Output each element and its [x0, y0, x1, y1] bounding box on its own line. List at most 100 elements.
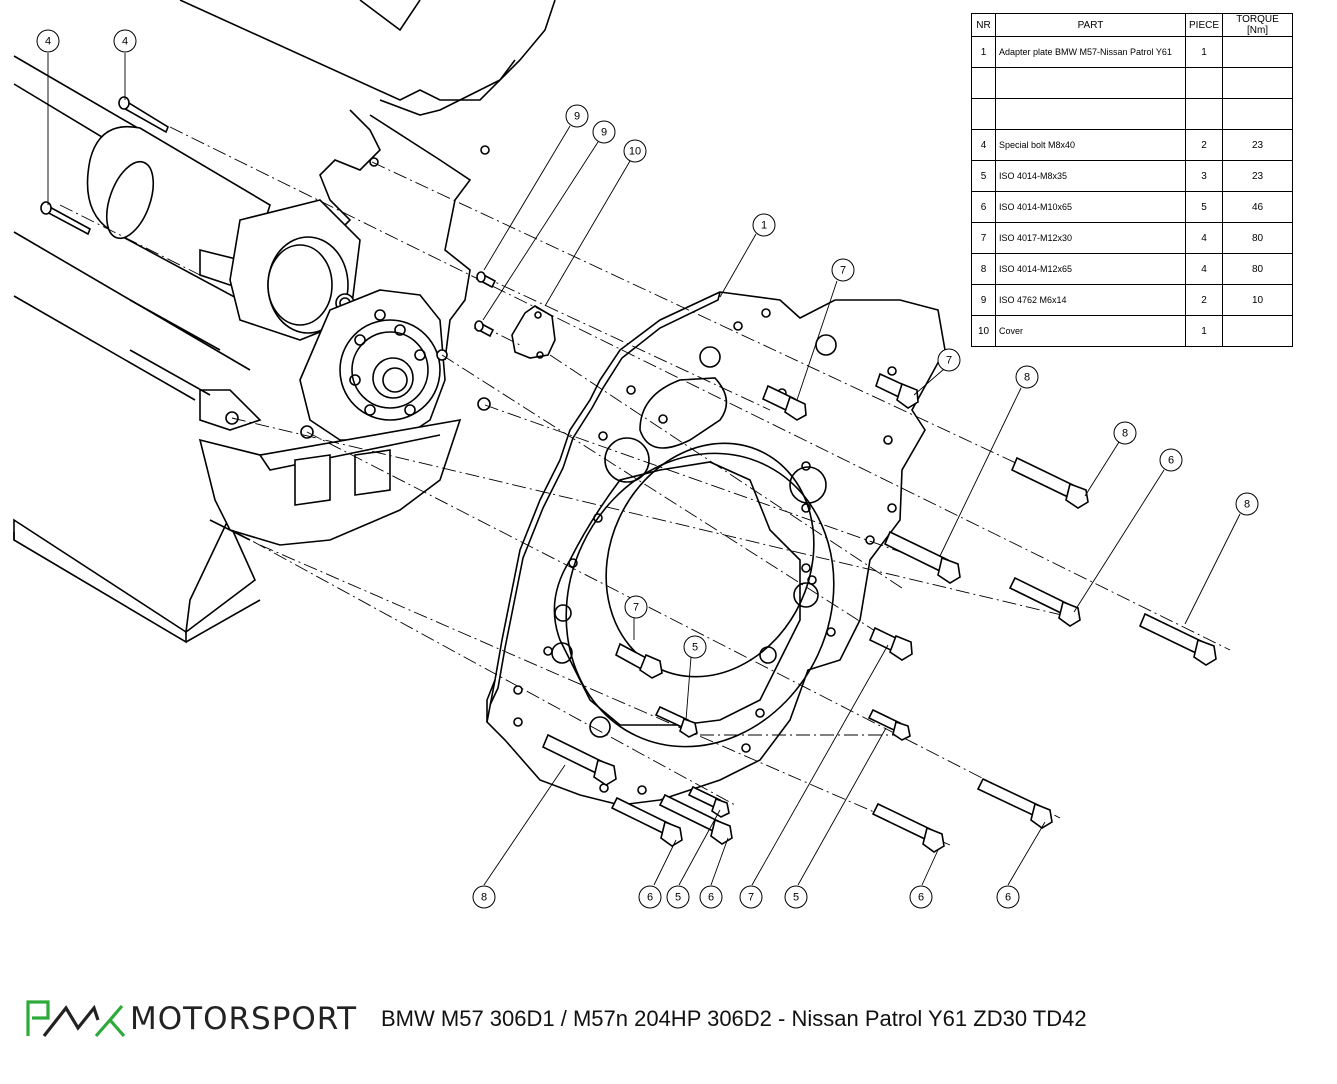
- callout-balloon: 7: [831, 258, 855, 282]
- table-cell-piece: 1: [1184, 315, 1224, 347]
- callout-balloon: 5: [784, 885, 808, 909]
- callout-number: 7: [633, 602, 639, 614]
- callout-number: 7: [748, 892, 754, 904]
- callout-balloon: 6: [699, 885, 723, 909]
- logo-mark-icon: [26, 1000, 126, 1038]
- bolt-m12x30-b: [875, 372, 919, 409]
- callout-balloon: 7: [937, 348, 961, 372]
- callout-balloon: 6: [996, 885, 1020, 909]
- table-cell-part: [995, 98, 1186, 130]
- axis-lines: [59, 126, 1231, 846]
- callout-balloon: 4: [113, 29, 137, 53]
- bolt-m8x35-a: [654, 705, 698, 738]
- cover-part: [511, 305, 556, 359]
- table-cell-torque: 80: [1222, 253, 1294, 285]
- table-cell-piece: 4: [1184, 253, 1224, 285]
- table-cell-piece: 2: [1184, 129, 1224, 161]
- callout-number: 8: [1244, 499, 1250, 511]
- callout-number: 4: [122, 36, 128, 48]
- callout-balloon: 9: [592, 120, 616, 144]
- table-cell-part: ISO 4014-M10x65: [995, 191, 1186, 223]
- callout-balloon: 8: [1113, 421, 1137, 445]
- table-cell-part: ISO 4014-M12x65: [995, 253, 1186, 285]
- callout-number: 10: [629, 146, 641, 158]
- engine-block: [13, 0, 556, 644]
- drawing-title: BMW M57 306D1 / M57n 204HP 306D2 - Nissa…: [381, 1006, 1087, 1031]
- table-cell-nr: 5: [971, 160, 996, 192]
- table-row: [971, 67, 1294, 99]
- table-cell-torque: 46: [1222, 191, 1294, 223]
- callout-balloon: 8: [1235, 492, 1259, 516]
- bolt-m10x65-a: [1008, 576, 1081, 627]
- callout-number: 6: [918, 892, 924, 904]
- callout-number: 9: [574, 111, 580, 123]
- table-cell-part: Adapter plate BMW M57-Nissan Patrol Y61: [995, 36, 1186, 68]
- table-cell-piece: 1: [1184, 36, 1224, 68]
- adapter-plate: [486, 291, 946, 806]
- table-cell-part: Cover: [995, 315, 1186, 347]
- table-cell-torque: [1222, 98, 1294, 130]
- table-row: [971, 98, 1294, 130]
- table-cell-nr: 10: [971, 315, 996, 347]
- table-cell-torque: 10: [1222, 284, 1294, 316]
- callout-number: 5: [692, 642, 698, 654]
- callout-number: 9: [601, 127, 607, 139]
- table-cell-piece: 3: [1184, 160, 1224, 192]
- callout-balloon: 4: [36, 29, 60, 53]
- table-cell-nr: 4: [971, 129, 996, 161]
- table-cell-torque: 23: [1222, 160, 1294, 192]
- table-cell-piece: 5: [1184, 191, 1224, 223]
- callout-balloon: 8: [1015, 365, 1039, 389]
- table-cell-torque: [1222, 67, 1294, 99]
- table-cell-piece: [1184, 67, 1224, 99]
- bolt-m10x65-c: [658, 793, 733, 845]
- brand-name: MOTORSPORT: [130, 1001, 358, 1037]
- callout-number: 5: [675, 892, 681, 904]
- table-cell-nr: 9: [971, 284, 996, 316]
- table-cell-torque: 80: [1222, 222, 1294, 254]
- header-part: PART: [995, 13, 1186, 37]
- callout-number: 5: [793, 892, 799, 904]
- table-cell-piece: [1184, 98, 1224, 130]
- callout-number: 8: [481, 892, 487, 904]
- callout-balloon: 7: [624, 595, 648, 619]
- bolt-m8x35-c: [867, 708, 911, 741]
- callout-number: 1: [761, 220, 767, 232]
- bolt-special-m8x40-b: [40, 201, 92, 236]
- table-cell-nr: [971, 67, 996, 99]
- header-nr: NR: [971, 13, 996, 37]
- table-cell-part: ISO 4762 M6x14: [995, 284, 1186, 316]
- callout-balloon: 1: [752, 213, 776, 237]
- table-cell-nr: 1: [971, 36, 996, 68]
- callout-balloon: 10: [623, 139, 647, 163]
- leader-lines: [47, 53, 1241, 886]
- table-cell-torque: [1222, 36, 1294, 68]
- table-cell-piece: 4: [1184, 222, 1224, 254]
- table-cell-part: ISO 4017-M12x30: [995, 222, 1186, 254]
- table-cell-torque: [1222, 315, 1294, 347]
- bolt-m12x30-a: [761, 384, 807, 421]
- header-piece: PIECE: [1184, 13, 1224, 37]
- bolt-m12x30-d: [868, 626, 913, 661]
- screw-m6x14-a: [475, 271, 497, 289]
- bolt-m10x65-d: [871, 802, 945, 853]
- callout-balloon: 6: [909, 885, 933, 909]
- table-cell-part: ISO 4014-M8x35: [995, 160, 1186, 192]
- callout-number: 6: [1168, 455, 1174, 467]
- bolt-m12x65-b: [883, 530, 961, 584]
- table-cell-part: [995, 67, 1186, 99]
- table-cell-nr: 6: [971, 191, 996, 223]
- table-cell-torque: 23: [1222, 129, 1294, 161]
- callout-number: 7: [946, 355, 952, 367]
- callout-number: 8: [1122, 428, 1128, 440]
- bolt-m10x65-b: [610, 796, 683, 847]
